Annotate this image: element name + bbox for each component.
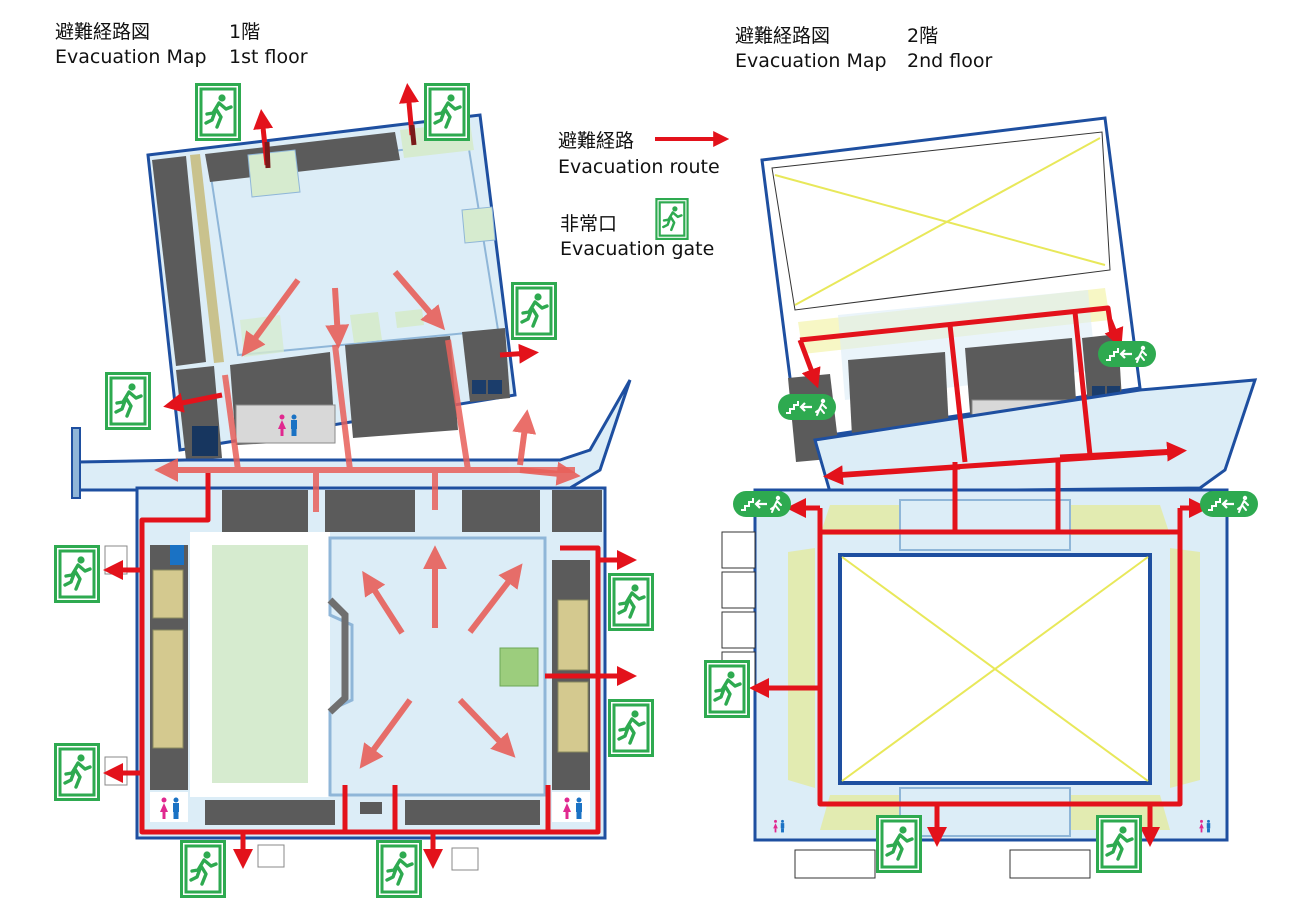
floor1-plan — [54, 83, 654, 898]
running-man-exit-icon — [54, 743, 100, 801]
running-man-exit-icon — [608, 699, 654, 757]
legend-route-jp: 避難経路 — [558, 130, 635, 152]
running-man-exit-icon — [105, 372, 151, 430]
legend-gate-en: Evacuation gate — [560, 238, 715, 260]
running-man-exit-icon — [54, 545, 100, 603]
floor1-title-jp: 避難経路図 — [55, 21, 151, 43]
floor1-title-en: Evacuation Map — [55, 46, 207, 68]
running-man-exit-icon — [608, 573, 654, 631]
running-man-exit-icon — [1096, 815, 1142, 873]
floor2-title-en: Evacuation Map — [735, 50, 887, 72]
floor1-floor-en: 1st floor — [229, 46, 308, 68]
legend — [655, 131, 730, 240]
running-man-exit-icon — [876, 815, 922, 873]
running-man-exit-icon — [704, 660, 750, 718]
floor2-floor-jp: 2階 — [907, 25, 939, 47]
stairs-exit-icon — [733, 491, 791, 517]
legend-gate-jp: 非常口 — [560, 213, 618, 235]
running-man-exit-icon — [511, 282, 557, 340]
floor2-plan — [704, 116, 1258, 879]
floor1-floor-jp: 1階 — [229, 21, 261, 43]
floor2-title-jp: 避難経路図 — [735, 25, 831, 47]
stairs-exit-icon — [1098, 341, 1156, 367]
running-man-exit-icon — [195, 83, 241, 141]
floor2-floor-en: 2nd floor — [907, 50, 993, 72]
legend-route-en: Evacuation route — [558, 156, 720, 178]
stairs-exit-icon — [1200, 491, 1258, 517]
running-man-exit-icon — [424, 83, 470, 141]
running-man-exit-icon — [180, 840, 226, 898]
running-man-exit-icon — [376, 840, 422, 898]
running-man-exit-icon — [655, 198, 689, 240]
stairs-exit-icon — [778, 394, 836, 420]
